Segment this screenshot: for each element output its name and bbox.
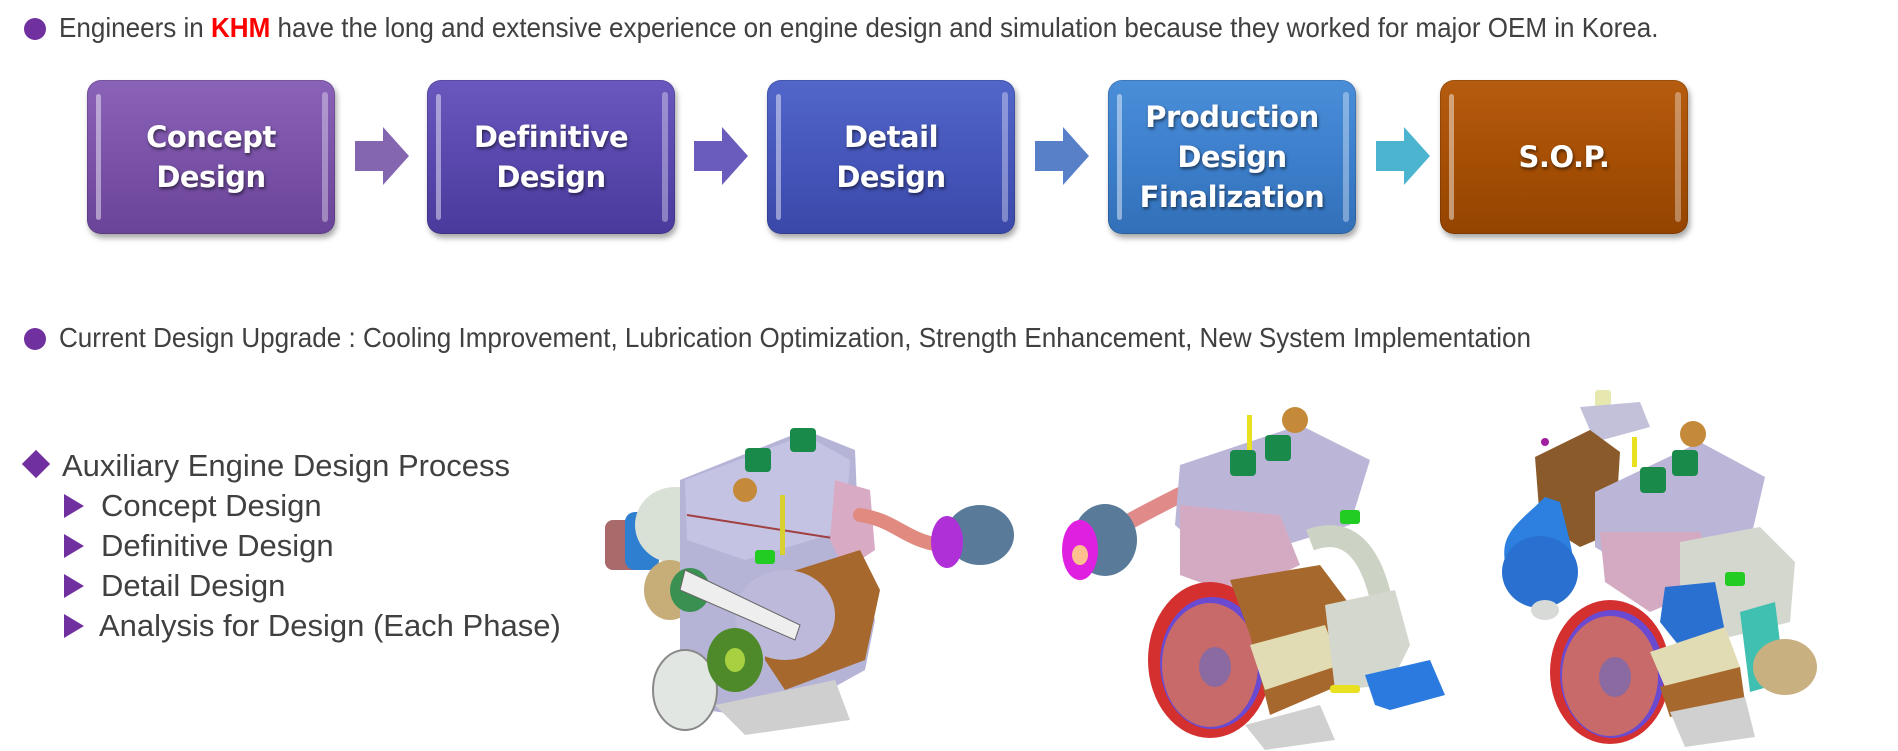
engine-image-1	[605, 428, 1014, 735]
aux-item: Analysis for Design (Each Phase)	[99, 608, 561, 643]
triangle-bullet-icon	[64, 494, 84, 518]
aux-process-heading: Auxiliary Engine Design Process	[62, 448, 510, 483]
bullet-circle-icon	[24, 328, 46, 350]
step-detail-design: Detail Design	[767, 80, 1015, 234]
aux-item: Detail Design	[101, 568, 286, 603]
intro-suffix: have the long and extensive experience o…	[270, 12, 1659, 43]
triangle-bullet-icon	[64, 534, 84, 558]
triangle-bullet-icon	[64, 574, 84, 598]
step-label: Detail Design	[836, 120, 946, 194]
step-production-design-finalization: Production Design Finalization	[1108, 80, 1356, 234]
arrow-right-icon	[1035, 127, 1089, 185]
aux-item: Concept Design	[101, 488, 322, 523]
bullet-circle-icon	[24, 18, 46, 40]
triangle-bullet-icon	[64, 614, 84, 638]
upgrade-line: Current Design Upgrade : Cooling Improve…	[0, 320, 1898, 360]
intro-prefix: Engineers in	[59, 12, 211, 43]
diamond-bullet-icon	[21, 449, 51, 479]
arrow-right-icon	[355, 127, 409, 185]
step-label: Production Design Finalization	[1139, 100, 1325, 214]
upgrade-text: Current Design Upgrade : Cooling Improve…	[59, 322, 1531, 353]
step-label: Definitive Design	[473, 120, 629, 194]
arrow-right-icon	[694, 127, 748, 185]
engine-image-2	[1062, 407, 1445, 750]
arrow-right-icon	[1376, 127, 1430, 185]
step-definitive-design: Definitive Design	[427, 80, 675, 234]
step-label: Concept Design	[146, 120, 276, 194]
step-concept-design: Concept Design	[87, 80, 335, 234]
step-label: S.O.P.	[1518, 140, 1610, 174]
aux-item: Definitive Design	[101, 528, 334, 563]
company-name-highlight: KHM	[210, 12, 271, 43]
intro-text: Engineers in KHM have the long and exten…	[59, 12, 1658, 44]
intro-line: Engineers in KHM have the long and exten…	[0, 10, 1898, 50]
step-sop: S.O.P.	[1440, 80, 1688, 234]
engine-image-3	[1502, 390, 1817, 747]
